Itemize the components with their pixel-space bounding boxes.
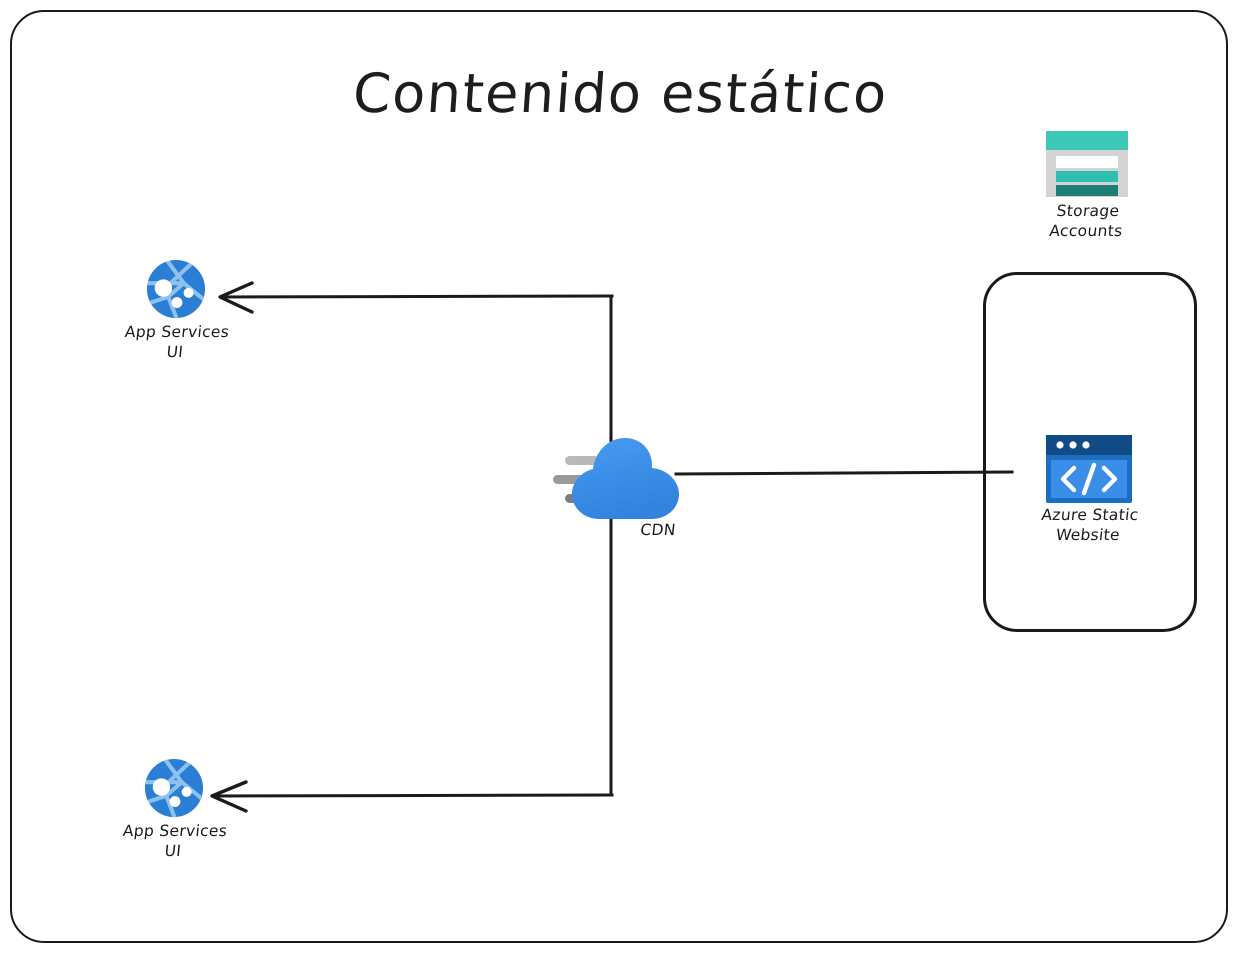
storage-bar-dark [1056, 185, 1118, 196]
node-azure-static-website[interactable]: Azure Static Website [1041, 435, 1139, 544]
storage-bar-white [1056, 156, 1118, 168]
node-storage-accounts[interactable]: Storage Accounts [1042, 131, 1132, 240]
node-label-app-services-ui-bottom: App Services UI [122, 822, 229, 860]
cloud-icon [553, 438, 679, 519]
window-dot-2 [1069, 441, 1077, 449]
window-dot-3 [1082, 441, 1090, 449]
storage-bar-teal [1056, 171, 1118, 182]
code-glyph [1060, 462, 1118, 496]
node-label-app-services-ui-top: App Services UI [124, 323, 231, 361]
window-dot-1 [1056, 441, 1064, 449]
app-services-icon [146, 259, 206, 319]
diagram-frame [10, 10, 1228, 943]
node-app-services-ui-top[interactable]: App Services UI [124, 258, 230, 361]
code-window-icon [1046, 435, 1132, 503]
storage-accounts-icon [1046, 131, 1128, 197]
node-app-services-ui-bottom[interactable]: App Services UI [122, 757, 228, 860]
storage-bar-top [1046, 131, 1128, 150]
diagram-title: Contenido estático [350, 62, 890, 125]
node-label-azure-static-website: Azure Static Website [1040, 506, 1140, 544]
speed-line-1 [565, 456, 599, 465]
node-label-cdn: CDN [639, 521, 677, 539]
node-cdn[interactable]: CDN [553, 430, 693, 539]
node-label-storage-accounts: Storage Accounts [1048, 202, 1124, 240]
cloud-shape [572, 438, 679, 519]
static-website-container [983, 272, 1197, 632]
app-services-icon [144, 758, 204, 818]
